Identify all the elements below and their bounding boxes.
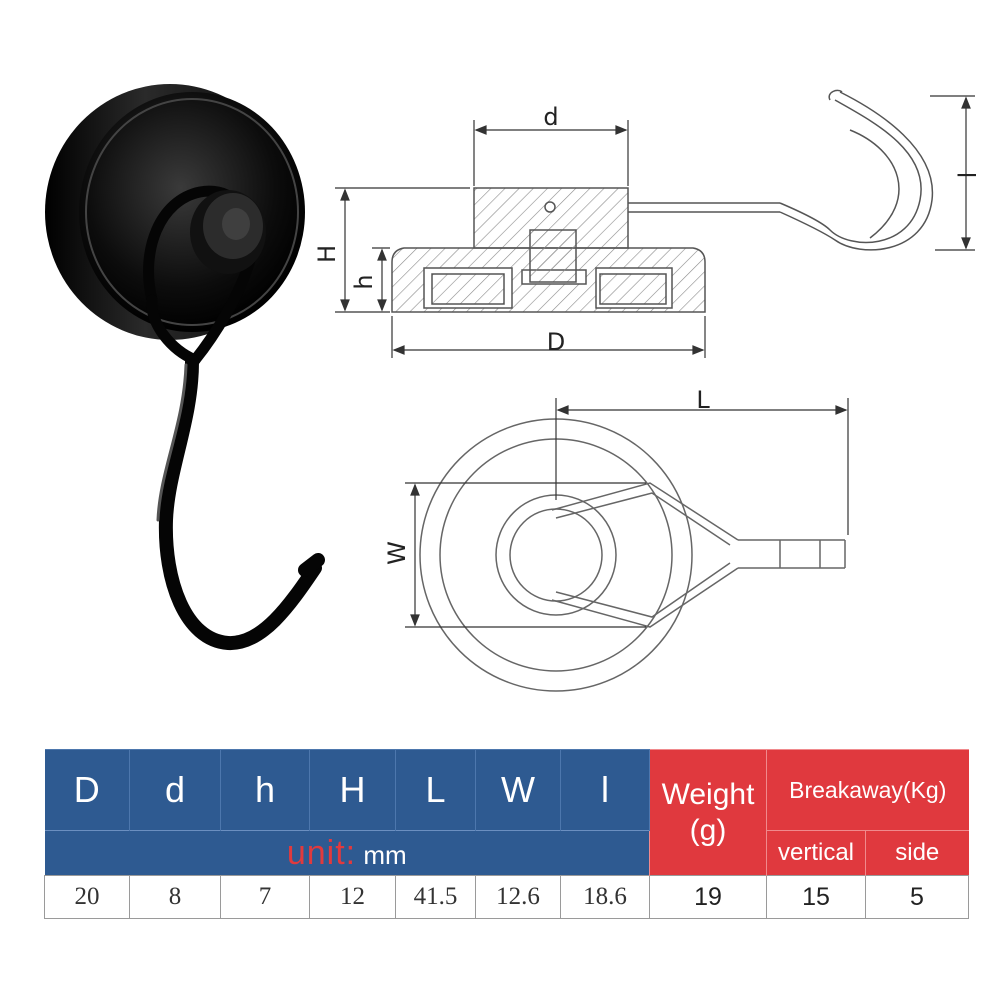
dim-label-L: L (696, 386, 710, 414)
unit-colon: : (345, 833, 357, 872)
side-section-drawing (391, 89, 934, 313)
top-dimension-lines (405, 398, 849, 628)
value-weight: 19 (649, 875, 767, 919)
header-l: l (560, 749, 650, 831)
side-header: side (864, 830, 969, 876)
unit-row: unit: mm (44, 830, 650, 876)
value-l: 18.6 (560, 875, 650, 919)
header-L: L (395, 749, 476, 831)
side-dimension-lines (335, 95, 975, 358)
unit-word: unit (286, 833, 346, 872)
header-d: d (129, 749, 221, 831)
dim-label-d: d (543, 103, 558, 131)
spec-table: D d h H L W l Weight (g) Breakaway(Kg) u… (44, 749, 970, 919)
value-d: 8 (129, 875, 221, 919)
value-h: 7 (220, 875, 310, 919)
weight-unit: (g) (689, 813, 727, 847)
magnetic-hook-photo (45, 84, 325, 650)
weight-label: Weight (661, 777, 755, 811)
header-H: H (309, 749, 396, 831)
breakaway-header: Breakaway(Kg) (765, 749, 969, 831)
value-side: 5 (864, 875, 970, 919)
value-H: 12 (309, 875, 396, 919)
value-L: 41.5 (395, 875, 476, 919)
vertical-header: vertical (766, 830, 866, 876)
value-W: 12.6 (475, 875, 561, 919)
top-view-drawing (419, 418, 846, 692)
dim-label-D: D (547, 328, 565, 356)
dim-label-l: l (954, 172, 982, 179)
dim-label-h: h (350, 274, 378, 289)
unit-value: mm (363, 839, 407, 870)
header-D: D (44, 749, 130, 831)
dim-label-H: H (313, 245, 341, 263)
dim-label-W: W (383, 541, 411, 565)
value-D: 20 (44, 875, 130, 919)
value-vertical: 15 (766, 875, 866, 919)
header-W: W (475, 749, 561, 831)
header-h: h (220, 749, 310, 831)
weight-header: Weight (g) (649, 749, 767, 876)
